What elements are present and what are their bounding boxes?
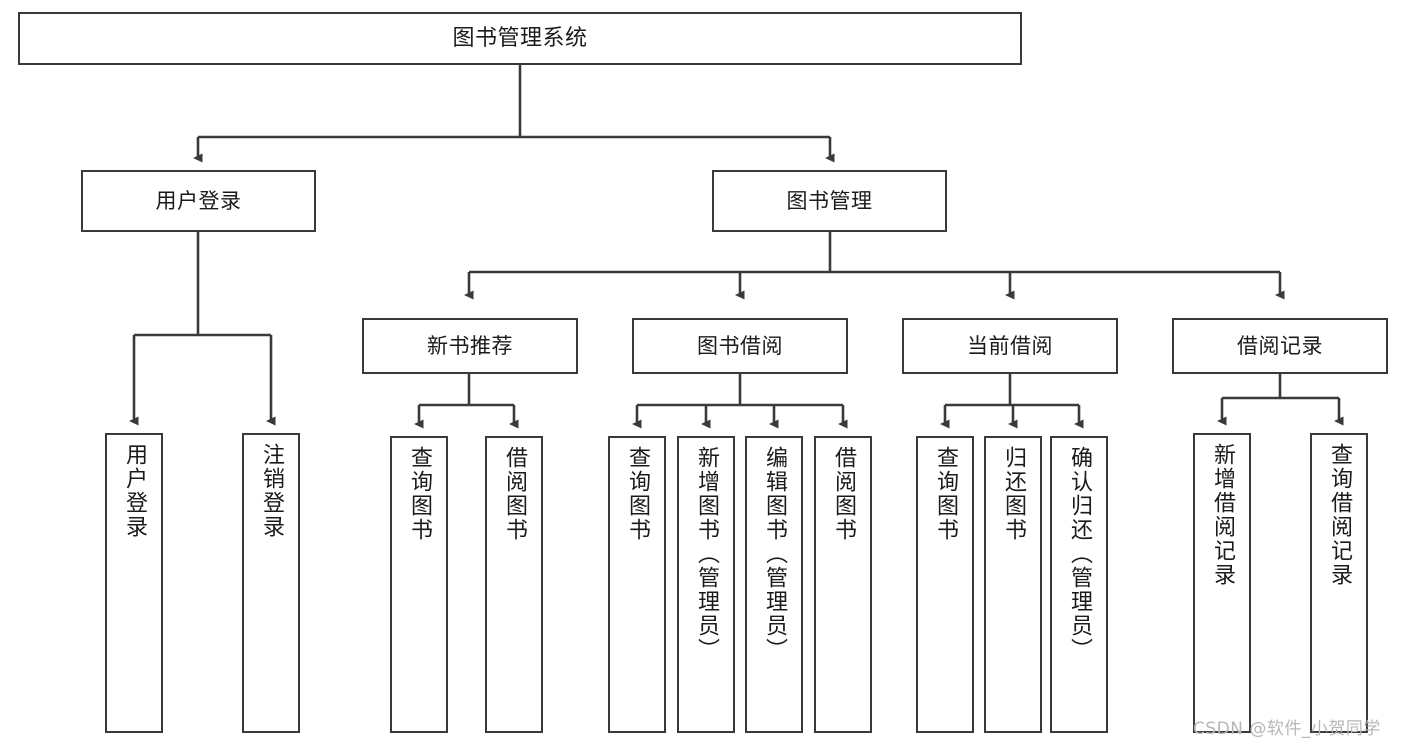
node-leaf-borrow-book-2[interactable]: 借阅图书 xyxy=(814,436,872,733)
node-leaf-query-book-3[interactable]: 查询图书 xyxy=(916,436,974,733)
node-user-login[interactable]: 用户登录 xyxy=(81,170,316,232)
node-label: 编辑图书（管理员） xyxy=(762,446,787,662)
node-label: 用户登录 xyxy=(122,443,147,539)
node-label: 图书管理 xyxy=(786,188,873,213)
node-current-borrow[interactable]: 当前借阅 xyxy=(902,318,1118,374)
node-label: 图书管理系统 xyxy=(452,25,588,51)
node-leaf-borrow-book-1[interactable]: 借阅图书 xyxy=(485,436,543,733)
node-label: 当前借阅 xyxy=(967,333,1053,358)
node-leaf-add-record[interactable]: 新增借阅记录 xyxy=(1193,433,1251,733)
node-label: 新增图书（管理员） xyxy=(694,446,719,662)
csdn-watermark: CSDN @软件_小贺同学 xyxy=(1193,719,1381,739)
node-leaf-edit-book[interactable]: 编辑图书（管理员） xyxy=(745,436,803,733)
node-label: 借阅图书 xyxy=(502,446,527,542)
node-label: 图书借阅 xyxy=(697,333,783,358)
node-label: 确认归还（管理员） xyxy=(1067,446,1092,662)
node-leaf-query-book-2[interactable]: 查询图书 xyxy=(608,436,666,733)
node-label: 归还图书 xyxy=(1001,446,1026,542)
node-label: 查询借阅记录 xyxy=(1327,443,1352,587)
node-borrow-record[interactable]: 借阅记录 xyxy=(1172,318,1388,374)
node-label: 借阅记录 xyxy=(1237,333,1323,358)
node-book-manage[interactable]: 图书管理 xyxy=(712,170,947,232)
node-leaf-query-record[interactable]: 查询借阅记录 xyxy=(1310,433,1368,733)
node-label: 注销登录 xyxy=(259,443,284,539)
node-book-borrow[interactable]: 图书借阅 xyxy=(632,318,848,374)
node-label: 借阅图书 xyxy=(831,446,856,542)
node-leaf-logout-login[interactable]: 注销登录 xyxy=(242,433,300,733)
node-root-book-management-system[interactable]: 图书管理系统 xyxy=(18,12,1022,65)
node-leaf-query-book-1[interactable]: 查询图书 xyxy=(390,436,448,733)
node-leaf-add-book[interactable]: 新增图书（管理员） xyxy=(677,436,735,733)
node-label: 新书推荐 xyxy=(427,333,513,358)
node-leaf-confirm-return[interactable]: 确认归还（管理员） xyxy=(1050,436,1108,733)
node-label: 查询图书 xyxy=(625,446,650,542)
node-leaf-user-login[interactable]: 用户登录 xyxy=(105,433,163,733)
node-new-book-recommend[interactable]: 新书推荐 xyxy=(362,318,578,374)
node-leaf-return-book[interactable]: 归还图书 xyxy=(984,436,1042,733)
node-label: 新增借阅记录 xyxy=(1210,443,1235,587)
node-label: 查询图书 xyxy=(933,446,958,542)
node-label: 用户登录 xyxy=(155,188,242,213)
node-label: 查询图书 xyxy=(407,446,432,542)
